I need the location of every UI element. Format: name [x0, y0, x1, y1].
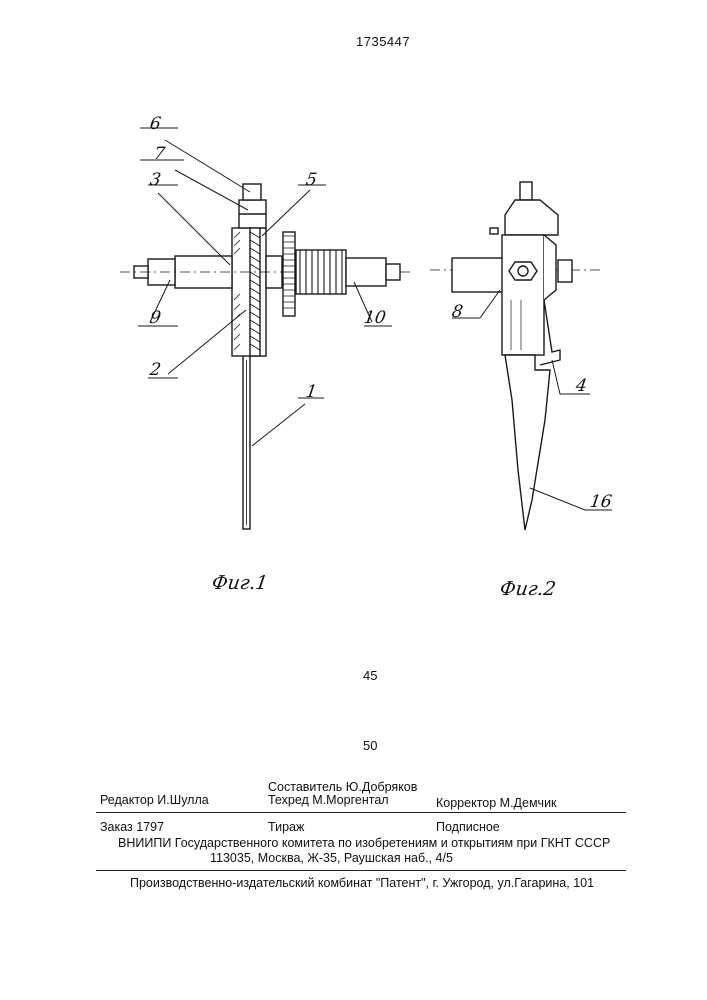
divider: [96, 870, 626, 871]
subscription: Подписное: [436, 820, 500, 834]
figure-1-drawing: [120, 128, 410, 529]
techred: Техред М.Моргентал: [268, 793, 389, 807]
editor: Редактор И.Шулла: [100, 793, 209, 807]
corrector: Корректор М.Демчик: [436, 796, 557, 810]
figure-2-drawing: [430, 182, 612, 530]
figure-1-caption: Фиг.1: [210, 572, 269, 594]
composer: Составитель Ю.Добряков: [268, 780, 417, 794]
org-line: ВНИИПИ Государственного комитета по изоб…: [118, 836, 610, 850]
circulation: Тираж: [268, 820, 304, 834]
divider: [96, 812, 626, 813]
line-number-45: 45: [363, 668, 377, 683]
address-line: 113035, Москва, Ж-35, Раушская наб., 4/5: [210, 851, 453, 865]
label-10: 10: [363, 308, 387, 328]
line-number-50: 50: [363, 738, 377, 753]
publisher-line: Производственно-издательский комбинат "П…: [130, 876, 594, 890]
figure-2-caption: Фиг.2: [498, 578, 557, 600]
order: Заказ 1797: [100, 820, 164, 834]
label-16: 16: [589, 492, 613, 512]
